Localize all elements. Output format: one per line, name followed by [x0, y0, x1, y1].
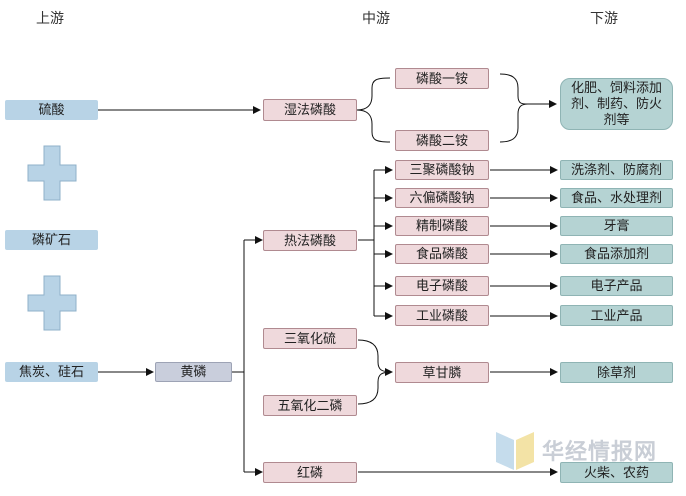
node-electronic-products: 电子产品 [560, 276, 673, 296]
plus-icon [27, 275, 77, 331]
watermark: 华经情报网 [494, 428, 657, 472]
node-wet-phosphoric-acid: 湿法磷酸 [263, 99, 357, 121]
node-electronic-phosphoric-acid: 电子磷酸 [395, 276, 489, 296]
watermark-logo-icon [496, 432, 534, 470]
node-shmp: 六偏磷酸钠 [395, 188, 489, 208]
node-dap: 磷酸二铵 [395, 130, 489, 151]
node-sulfuric-acid: 硫酸 [5, 100, 98, 120]
node-sulfur-trioxide: 三氧化硫 [263, 328, 357, 349]
node-glyphosate: 草甘膦 [395, 362, 489, 383]
watermark-text: 华经情报网 [542, 439, 658, 464]
node-matches-pesticide: 火柴、农药 [560, 462, 673, 483]
node-herbicide: 除草剂 [560, 362, 673, 383]
node-thermal-phosphoric-acid: 热法磷酸 [263, 230, 357, 251]
node-detergent: 洗涤剂、防腐剂 [560, 160, 673, 180]
node-refined-phosphoric-acid: 精制磷酸 [395, 216, 489, 236]
node-yellow-phosphorus: 黄磷 [155, 362, 232, 382]
node-phosphorus-pentoxide: 五氧化二磷 [263, 395, 357, 416]
node-phosphate-rock: 磷矿石 [5, 230, 98, 250]
downstream-header: 下游 [590, 10, 618, 26]
node-industrial-products: 工业产品 [560, 305, 673, 326]
upstream-header: 上游 [36, 10, 64, 26]
node-industrial-phosphoric-acid: 工业磷酸 [395, 305, 489, 326]
node-map: 磷酸一铵 [395, 68, 489, 89]
node-food-additive: 食品添加剂 [560, 244, 673, 264]
node-fertilizer-etc: 化肥、饲料添加剂、制药、防火剂等 [560, 78, 673, 130]
node-coke-silica: 焦炭、硅石 [5, 362, 98, 382]
plus-icon [27, 145, 77, 201]
node-food-phosphoric-acid: 食品磷酸 [395, 244, 489, 264]
node-food-water-treatment: 食品、水处理剂 [560, 188, 673, 208]
node-toothpaste: 牙膏 [560, 216, 673, 236]
midstream-header: 中游 [362, 10, 390, 26]
node-stpp: 三聚磷酸钠 [395, 160, 489, 180]
node-red-phosphorus: 红磷 [263, 462, 357, 483]
